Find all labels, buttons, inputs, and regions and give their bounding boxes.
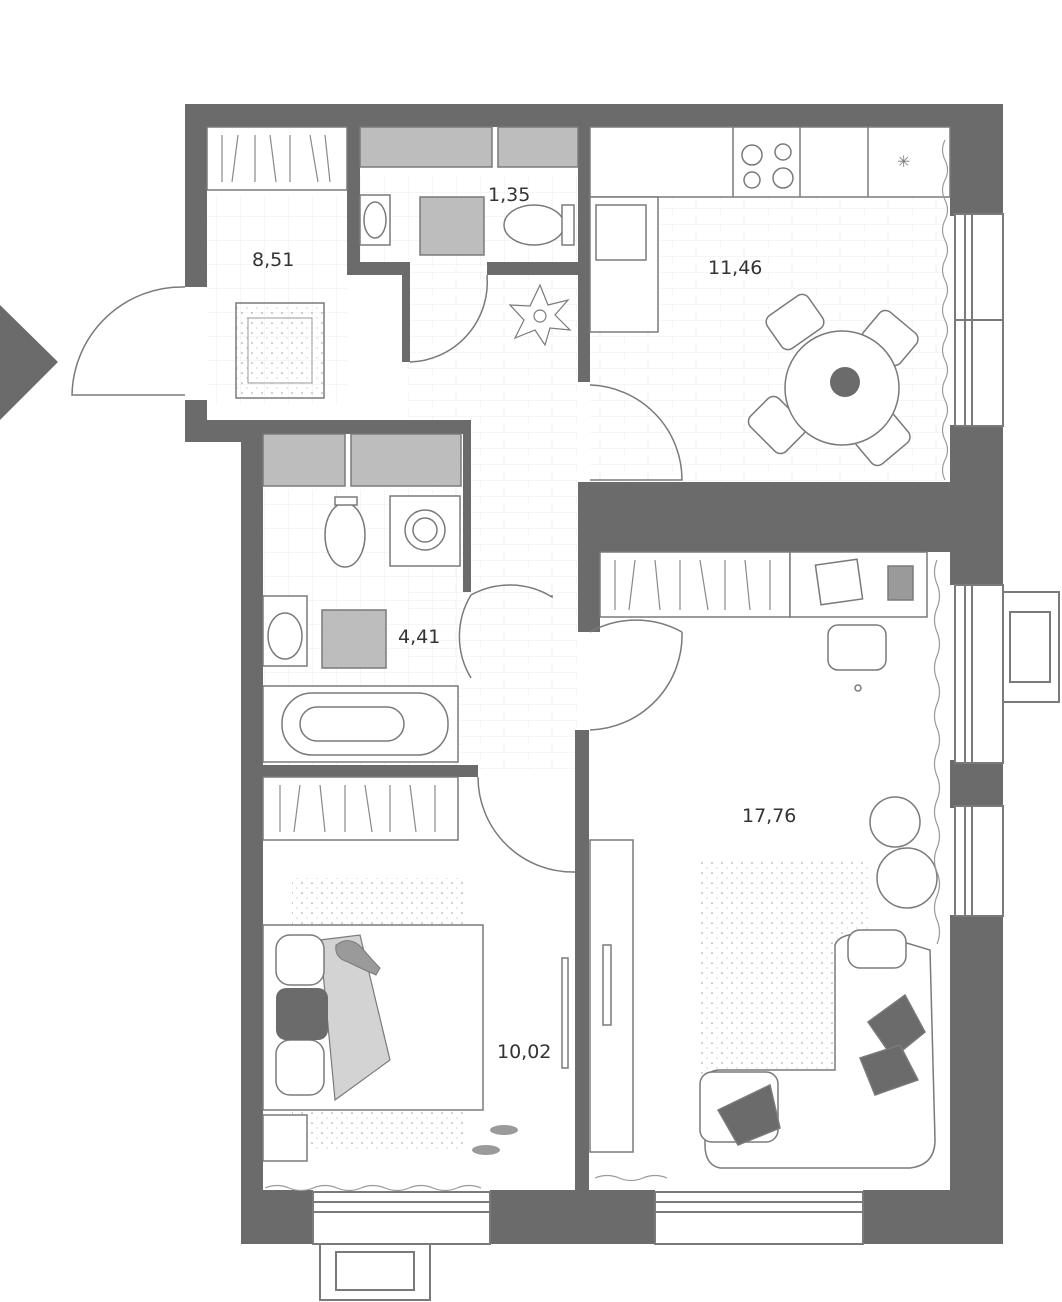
cabinets [262,126,579,669]
bathroom-area-label: 4,41 [398,626,440,648]
entrance-arrow-icon [0,305,58,420]
bedroom-area-label: 10,02 [497,1041,551,1063]
toilet-fixtures [359,194,575,246]
toilet-area-label: 1,35 [488,184,530,206]
fridge-icon: ✳ [897,152,910,171]
tv-stand [561,839,634,1153]
doors [71,274,683,873]
curtains [264,139,949,1192]
kitchen-counter [589,126,951,333]
sofa [699,929,936,1169]
bed [262,924,484,1162]
stove-icon [741,143,794,189]
kitchen-area-label: 11,46 [708,257,762,279]
plant-icon [508,283,572,347]
slippers-icon [472,1125,518,1155]
plants-icon [869,796,938,909]
living-area-label: 17,76 [742,805,796,827]
hall-rug [235,302,325,399]
hall-area-label: 8,51 [252,249,294,271]
wardrobes [206,126,791,841]
hangers [221,134,771,833]
windows [312,213,1060,1301]
dining-table [747,293,919,467]
bathroom-fixtures [262,495,461,763]
desk [789,551,928,692]
walls [185,104,1003,1244]
